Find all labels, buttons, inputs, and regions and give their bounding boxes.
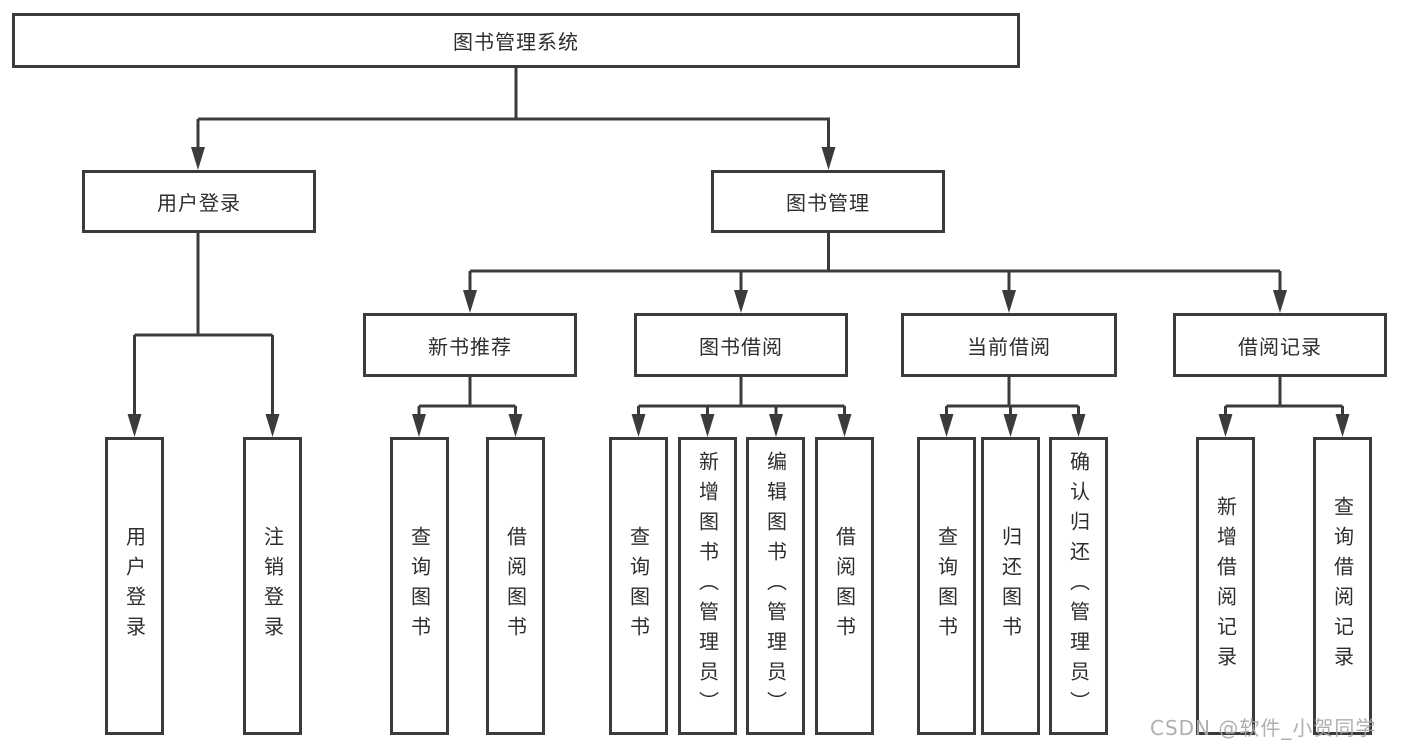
leaf-add-borrow-record-label: 新增借阅记录: [1213, 496, 1238, 676]
leaf-confirm-return-admin: 确认归还（管理员）: [1049, 437, 1108, 735]
node-root-system: 图书管理系统: [12, 13, 1020, 68]
leaf-query-books-current: 查询图书: [917, 437, 976, 735]
leaf-borrow-books-recommend: 借阅图书: [486, 437, 545, 735]
node-book-management: 图书管理: [711, 170, 945, 233]
leaf-borrow-books: 借阅图书: [815, 437, 874, 735]
node-current-borrowing: 当前借阅: [901, 313, 1117, 377]
leaf-borrow-books-recommend-label: 借阅图书: [503, 526, 528, 646]
leaf-return-books-label: 归还图书: [998, 526, 1023, 646]
leaf-edit-books-admin-label: 编辑图书（管理员）: [763, 451, 788, 721]
leaf-user-login-label: 用户登录: [122, 526, 147, 646]
leaf-add-borrow-record: 新增借阅记录: [1196, 437, 1255, 735]
leaf-query-books-borrowing-label: 查询图书: [626, 526, 651, 646]
leaf-return-books: 归还图书: [981, 437, 1040, 735]
node-root-label: 图书管理系统: [453, 30, 579, 54]
leaf-confirm-return-admin-label: 确认归还（管理员）: [1066, 451, 1091, 721]
node-current-borrowing-label: 当前借阅: [967, 334, 1051, 359]
leaf-user-login: 用户登录: [105, 437, 164, 735]
leaf-query-books-recommend-label: 查询图书: [407, 526, 432, 646]
leaf-query-books-borrowing: 查询图书: [609, 437, 668, 735]
node-user-login: 用户登录: [82, 170, 316, 233]
csdn-watermark: CSDN @软件_小贺同学: [1150, 716, 1377, 740]
leaf-add-books-admin: 新增图书（管理员）: [678, 437, 737, 735]
leaf-query-books-current-label: 查询图书: [934, 526, 959, 646]
leaf-query-books-recommend: 查询图书: [390, 437, 449, 735]
leaf-edit-books-admin: 编辑图书（管理员）: [746, 437, 805, 735]
node-borrowing-records: 借阅记录: [1173, 313, 1387, 377]
leaf-query-borrow-record-label: 查询借阅记录: [1330, 496, 1355, 676]
node-new-book-recommend-label: 新书推荐: [428, 334, 512, 359]
node-book-borrowing: 图书借阅: [634, 313, 848, 377]
node-new-book-recommend: 新书推荐: [363, 313, 577, 377]
node-borrowing-records-label: 借阅记录: [1238, 334, 1322, 359]
node-user-login-label: 用户登录: [157, 191, 241, 215]
leaf-logout-label: 注销登录: [260, 526, 285, 646]
leaf-borrow-books-label: 借阅图书: [832, 526, 857, 646]
leaf-logout: 注销登录: [243, 437, 302, 735]
leaf-query-borrow-record: 查询借阅记录: [1313, 437, 1372, 735]
node-book-borrowing-label: 图书借阅: [699, 334, 783, 359]
leaf-add-books-admin-label: 新增图书（管理员）: [695, 451, 720, 721]
node-book-management-label: 图书管理: [786, 191, 870, 215]
